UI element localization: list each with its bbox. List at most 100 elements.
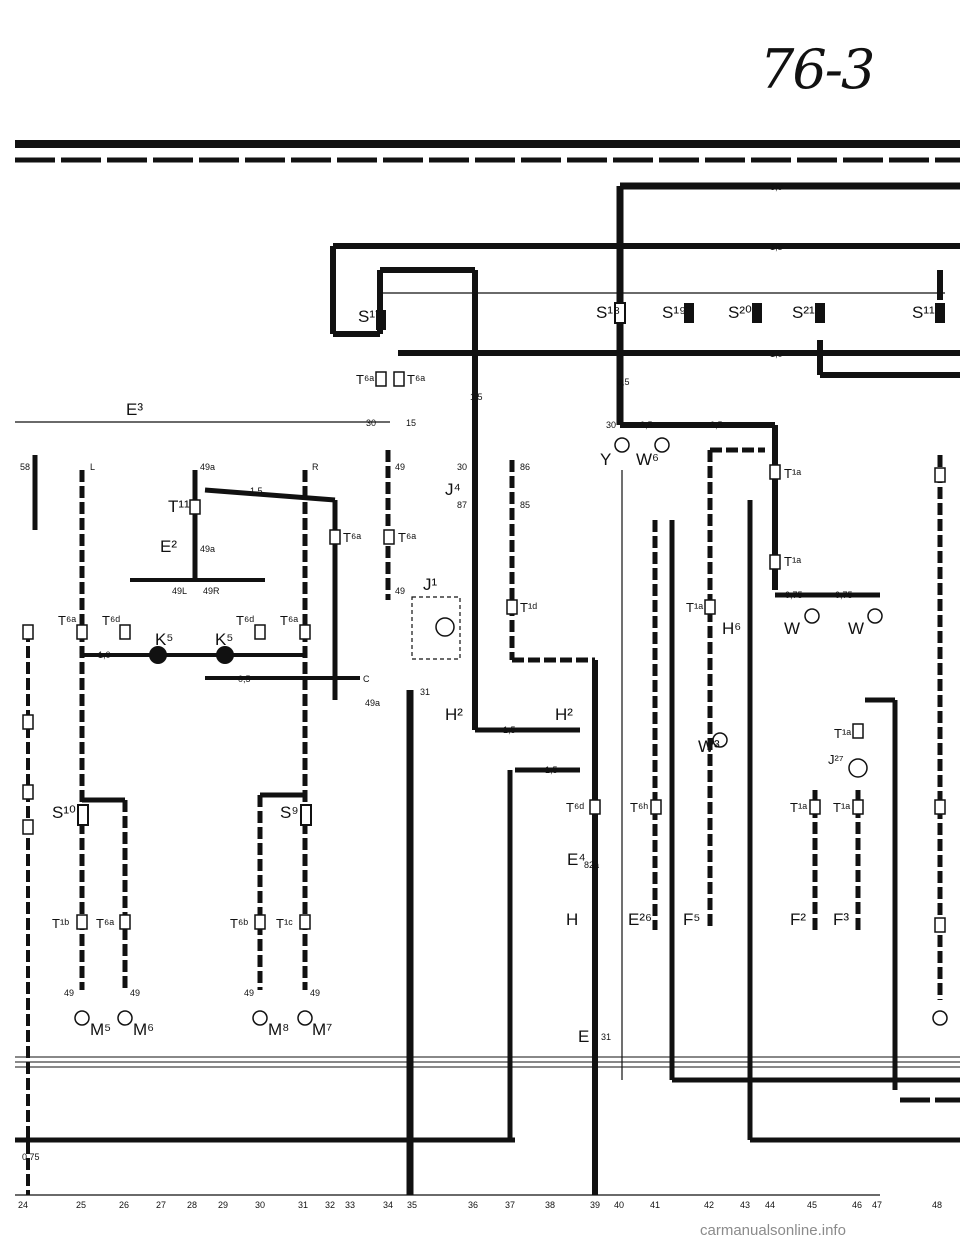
grid-39: 39 bbox=[590, 1200, 600, 1210]
wire-6-0: 6,0 bbox=[770, 182, 783, 192]
label-t11: T¹¹ bbox=[168, 497, 190, 516]
wire-0-5-b: 0,5 bbox=[640, 420, 653, 430]
term-49-e: 49 bbox=[244, 988, 254, 998]
fuse-s9 bbox=[300, 804, 312, 826]
label-j1: J¹ bbox=[423, 575, 438, 594]
label-t6d-3: T⁶ᵈ bbox=[566, 800, 584, 815]
term-15-a: 15 bbox=[406, 418, 416, 428]
grid-48: 48 bbox=[932, 1200, 942, 1210]
label-t1a-1: T¹ᵃ bbox=[784, 466, 801, 481]
fuse-s10 bbox=[77, 804, 89, 826]
grid-47: 47 bbox=[872, 1200, 882, 1210]
label-s20: S²⁰ bbox=[728, 303, 752, 322]
label-h2-2: H² bbox=[555, 705, 573, 724]
term-49r: 49R bbox=[203, 586, 220, 596]
grid-33: 33 bbox=[345, 1200, 355, 1210]
lamp-w-2 bbox=[867, 608, 883, 624]
label-w-1: W bbox=[784, 619, 800, 638]
label-y: Y bbox=[600, 450, 611, 469]
grid-44: 44 bbox=[765, 1200, 775, 1210]
wire-0-75-c: 0,75 bbox=[22, 1152, 40, 1162]
grid-27: 27 bbox=[156, 1200, 166, 1210]
wire-1-0-b: 1,0 bbox=[98, 650, 111, 660]
label-t1a-6: T¹ᵃ bbox=[833, 800, 850, 815]
label-t6a-5: T⁶ᵃ bbox=[58, 613, 76, 628]
term-30-c: 30 bbox=[457, 462, 467, 472]
term-49a-b: 49a bbox=[200, 544, 215, 554]
wire-1-5-e: 1,5 bbox=[545, 765, 558, 775]
label-t6a-3: T⁶ᵃ bbox=[343, 530, 361, 545]
label-t1b: T¹ᵇ bbox=[52, 916, 69, 931]
grid-25: 25 bbox=[76, 1200, 86, 1210]
label-t1d: T¹ᵈ bbox=[520, 600, 537, 615]
label-w-2: W bbox=[848, 619, 864, 638]
term-49-f: 49 bbox=[310, 988, 320, 998]
term-49-b: 49 bbox=[395, 586, 405, 596]
label-t6a-7: T⁶ᵃ bbox=[96, 916, 114, 931]
label-m5: M⁵ bbox=[90, 1020, 111, 1039]
grid-37: 37 bbox=[505, 1200, 515, 1210]
wire-1-5-d: 1,5 bbox=[503, 725, 516, 735]
grid-29: 29 bbox=[218, 1200, 228, 1210]
label-j4: J⁴ bbox=[445, 480, 461, 499]
label-e3: E³ bbox=[126, 400, 143, 419]
label-t1a-5: T¹ᵃ bbox=[790, 800, 807, 815]
wire-1-0-a: 1,0 bbox=[770, 349, 783, 359]
wire-1-5-b: 1,5 bbox=[250, 486, 263, 496]
wire-1-5-a: 1,5 bbox=[770, 242, 783, 252]
label-s10: S¹⁰ bbox=[52, 803, 76, 822]
wire-0-5-c: 0,5 bbox=[710, 420, 723, 430]
wire-0-75-a: 0,75 bbox=[785, 590, 803, 600]
lamp-w6 bbox=[654, 437, 670, 453]
label-m7: M⁷ bbox=[312, 1020, 332, 1039]
term-86: 86 bbox=[520, 462, 530, 472]
fuse-s20 bbox=[752, 303, 762, 323]
grid-41: 41 bbox=[650, 1200, 660, 1210]
label-m8: M⁸ bbox=[268, 1020, 289, 1039]
label-f3: F³ bbox=[833, 910, 849, 929]
grid-40: 40 bbox=[614, 1200, 624, 1210]
wire-0-5-a: 0,5 bbox=[617, 377, 630, 387]
label-t1c: T¹ᶜ bbox=[276, 916, 293, 931]
term-49-c: 49 bbox=[64, 988, 74, 998]
grid-45: 45 bbox=[807, 1200, 817, 1210]
label-s18: S¹⁸ bbox=[596, 303, 620, 322]
lamp-n bbox=[932, 1010, 948, 1026]
wire-1-5-c: 1,5 bbox=[470, 392, 483, 402]
term-l: L bbox=[90, 462, 95, 472]
grid-36: 36 bbox=[468, 1200, 478, 1210]
label-h2-1: H² bbox=[445, 705, 463, 724]
label-t6d-1: T⁶ᵈ bbox=[102, 613, 120, 628]
label-j27: J²⁷ bbox=[828, 752, 844, 767]
label-e4: E⁴ bbox=[567, 850, 586, 869]
term-c: C bbox=[363, 674, 370, 684]
grid-42: 42 bbox=[704, 1200, 714, 1210]
grid-35: 35 bbox=[407, 1200, 417, 1210]
relay-j1-circle bbox=[435, 617, 455, 637]
term-49a-c: 49a bbox=[365, 698, 380, 708]
term-49-d: 49 bbox=[130, 988, 140, 998]
label-t6h: T⁶ʰ bbox=[630, 800, 648, 815]
grid-28: 28 bbox=[187, 1200, 197, 1210]
lamp-w3 bbox=[712, 732, 728, 748]
top-rule bbox=[15, 140, 960, 148]
label-s17: S¹⁷ bbox=[358, 307, 381, 326]
bulb-k5-left bbox=[149, 646, 167, 664]
grid-31: 31 bbox=[298, 1200, 308, 1210]
term-49l: 49L bbox=[172, 586, 187, 596]
term-87: 87 bbox=[457, 500, 467, 510]
label-t6a-6: T⁶ᵃ bbox=[280, 613, 298, 628]
lamp-m8 bbox=[252, 1010, 268, 1026]
label-s21: S²¹ bbox=[792, 303, 815, 322]
grid-34: 34 bbox=[383, 1200, 393, 1210]
term-49-a: 49 bbox=[395, 462, 405, 472]
label-t1a-4: T¹ᵃ bbox=[834, 726, 851, 741]
label-m6: M⁶ bbox=[133, 1020, 154, 1039]
fuse-s17 bbox=[376, 310, 386, 330]
term-85: 85 bbox=[520, 500, 530, 510]
grid-24: 24 bbox=[18, 1200, 28, 1210]
label-t1a-2: T¹ᵃ bbox=[784, 554, 801, 569]
label-f2: F² bbox=[790, 910, 806, 929]
term-30-b: 30 bbox=[606, 420, 616, 430]
